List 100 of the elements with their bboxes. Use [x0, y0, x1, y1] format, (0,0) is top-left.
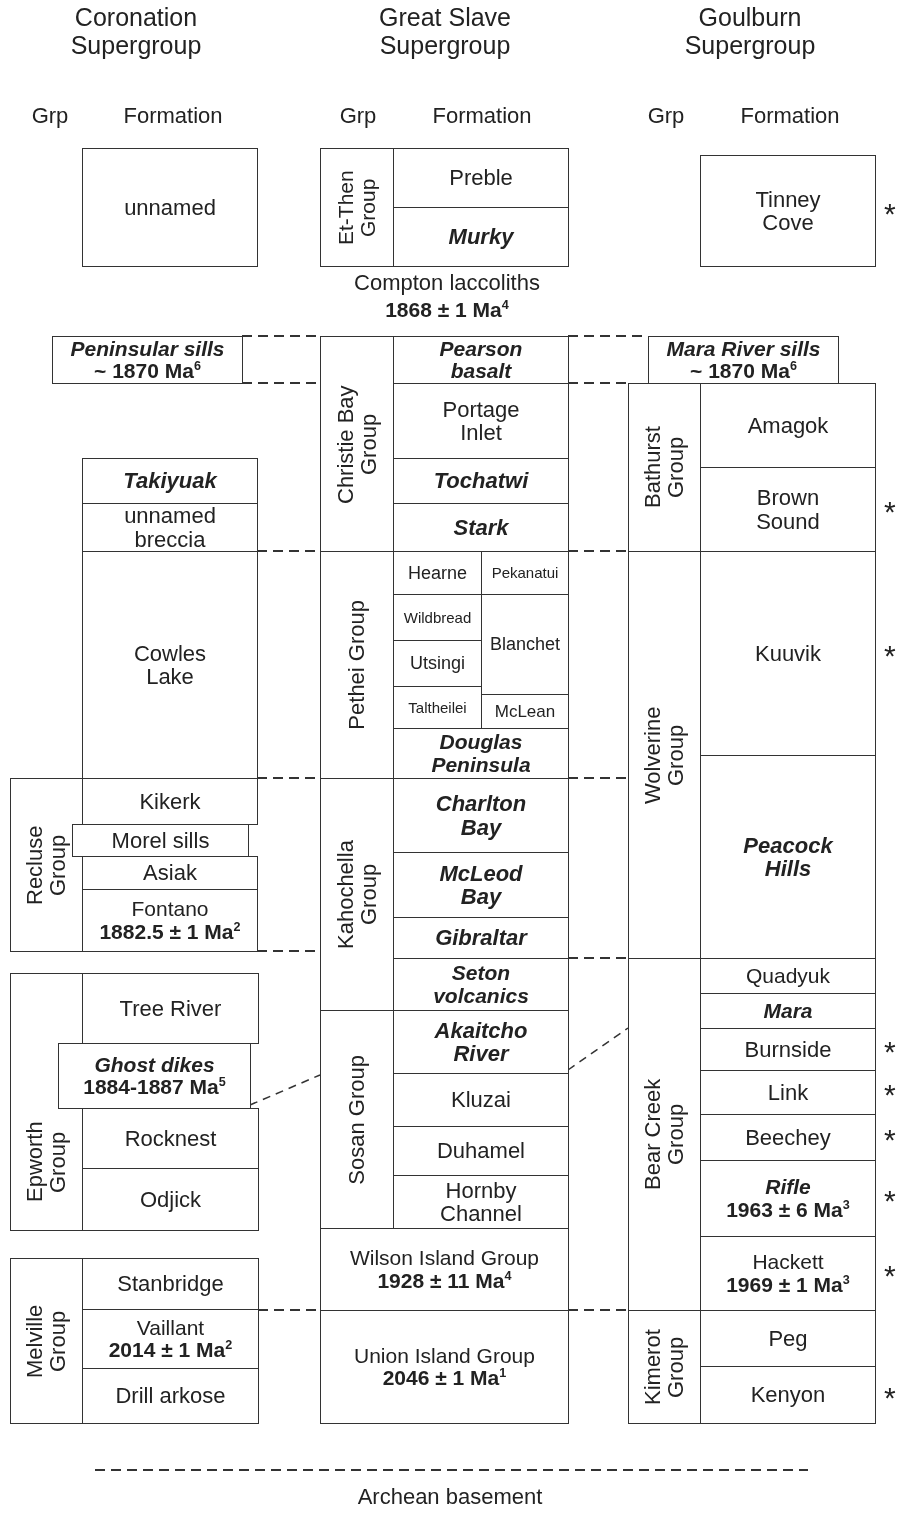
group-name: Pethei Group	[345, 600, 369, 730]
formation-box	[82, 148, 258, 267]
column-subheading: Formation	[122, 104, 224, 129]
group-name: Melville Group	[23, 1303, 70, 1380]
age-label: 1868 ± 1 Ma$^{4}$	[384, 298, 510, 322]
formation-name: Wildbread	[403, 609, 472, 626]
formation-name: Tochatwi	[433, 469, 529, 493]
formation-box	[393, 148, 569, 208]
formation-name: McLean	[494, 702, 556, 721]
group-name: Bear Creek Group	[641, 1077, 688, 1193]
formation-box	[82, 973, 259, 1044]
formation-name: Charlton Bay	[434, 792, 528, 839]
age-label: 2014 ± 1 Ma$^{2}$	[108, 1339, 233, 1362]
formation-name: Kuuvik	[754, 641, 821, 666]
formation-name: Hearne	[407, 563, 467, 583]
formation-name: Akaitcho River	[433, 1018, 529, 1066]
column-heading: Great Slave Supergroup	[378, 4, 512, 59]
formation-box	[82, 1368, 259, 1424]
formation-box	[72, 824, 249, 857]
formation-name: Odjick	[139, 1187, 202, 1212]
formation-name: Murky	[448, 225, 514, 249]
formation-name: Hornby Channel	[439, 1178, 523, 1226]
asterisk-mark: *	[884, 1259, 896, 1293]
formation-name: Peacock Hills	[742, 833, 835, 881]
age-label: 1969 ± 1 Ma$^{3}$	[726, 1273, 850, 1296]
formation-box	[82, 1258, 259, 1310]
asterisk-mark: *	[884, 1123, 896, 1157]
formation-box	[700, 155, 876, 267]
formation-name: Fontano	[131, 898, 209, 921]
formation-box	[82, 551, 258, 779]
column-heading: Coronation Supergroup	[69, 4, 203, 59]
formation-name: Rifle	[765, 1176, 811, 1199]
formation-box	[82, 503, 258, 552]
formation-name: unnamed	[124, 195, 216, 220]
group-name: Epworth Group	[23, 1120, 70, 1205]
group-name: Christie Bay Group	[333, 383, 381, 506]
formation-name: Portage Inlet	[441, 397, 521, 445]
formation-name: Burnside	[744, 1037, 832, 1062]
age-label: 2046 ± 1 Ma$^{1}$	[382, 1367, 507, 1390]
group-box	[10, 1258, 83, 1424]
formation-name: Asiak	[143, 861, 197, 885]
formation-name: Duhamel	[436, 1139, 525, 1163]
formation-name: Takiyuak	[123, 469, 217, 493]
age-label: 1882.5 ± 1 Ma$^{2}$	[99, 920, 241, 943]
formation-box	[700, 1366, 876, 1424]
formation-box	[82, 458, 258, 504]
group-name: Sosan Group	[345, 1054, 369, 1185]
formation-name: McLeod Bay	[438, 861, 524, 909]
formation-box	[82, 889, 258, 952]
formation-name: Mara	[763, 999, 813, 1022]
formation-box	[320, 1228, 569, 1311]
formation-name: Wilson Island Group	[349, 1247, 540, 1270]
formation-name: Peninsular sills	[70, 337, 225, 360]
column-subheading: Grp	[338, 104, 378, 129]
formation-name: Preble	[449, 166, 513, 190]
column-subheading: Grp	[646, 104, 686, 129]
intrusion-label: Compton laccoliths	[353, 271, 541, 296]
group-name: Kahochella Group	[333, 839, 381, 951]
age-label: 1928 ± 11 Ma$^{4}$	[377, 1269, 512, 1292]
formation-name: Peg	[768, 1326, 808, 1351]
formation-name: Gibraltar	[435, 926, 527, 950]
formation-name: Pearson basalt	[438, 337, 524, 383]
formation-name: Kikerk	[139, 789, 201, 814]
asterisk-mark: *	[884, 1035, 896, 1069]
formation-box	[648, 336, 839, 384]
formation-name: Taltheilei	[408, 699, 467, 716]
formation-name: Tinney Cove	[754, 187, 822, 235]
formation-name: Morel sills	[111, 828, 210, 853]
formation-box	[58, 1043, 251, 1109]
formation-name: Kluzai	[451, 1088, 511, 1112]
column-subheading: Formation	[739, 104, 841, 129]
formation-name: Stanbridge	[117, 1272, 224, 1296]
asterisk-mark: *	[884, 495, 896, 529]
column-subheading: Formation	[431, 104, 533, 129]
correlation-line	[249, 1074, 321, 1106]
formation-name: Seton volcanics	[432, 962, 530, 1007]
formation-box	[82, 1168, 259, 1231]
group-box	[628, 1310, 701, 1424]
group-box	[320, 148, 394, 267]
column-heading: Goulburn Supergroup	[683, 4, 817, 59]
group-box	[10, 778, 83, 952]
group-box	[320, 336, 394, 552]
formation-name: Tree River	[119, 996, 222, 1021]
formation-name: Stark	[453, 515, 509, 540]
age-label: 1884-1887 Ma$^{5}$	[83, 1076, 226, 1099]
formation-name: Utsingi	[410, 654, 465, 673]
basement-label: Archean basement	[356, 1485, 544, 1510]
group-name: Recluse Group	[23, 824, 70, 907]
formation-box	[393, 207, 569, 267]
asterisk-mark: *	[884, 1380, 896, 1415]
formation-name: Amagok	[747, 413, 829, 438]
correlation-line	[567, 1027, 629, 1071]
formation-name: Kenyon	[750, 1383, 826, 1407]
formation-name: Pekanatui	[491, 565, 559, 581]
asterisk-mark: *	[884, 639, 896, 673]
formation-box	[52, 336, 243, 384]
formation-name: Rocknest	[124, 1126, 217, 1151]
group-name: Wolverine Group	[641, 705, 688, 806]
asterisk-mark: *	[884, 1184, 896, 1218]
formation-name: Brown Sound	[755, 486, 821, 533]
